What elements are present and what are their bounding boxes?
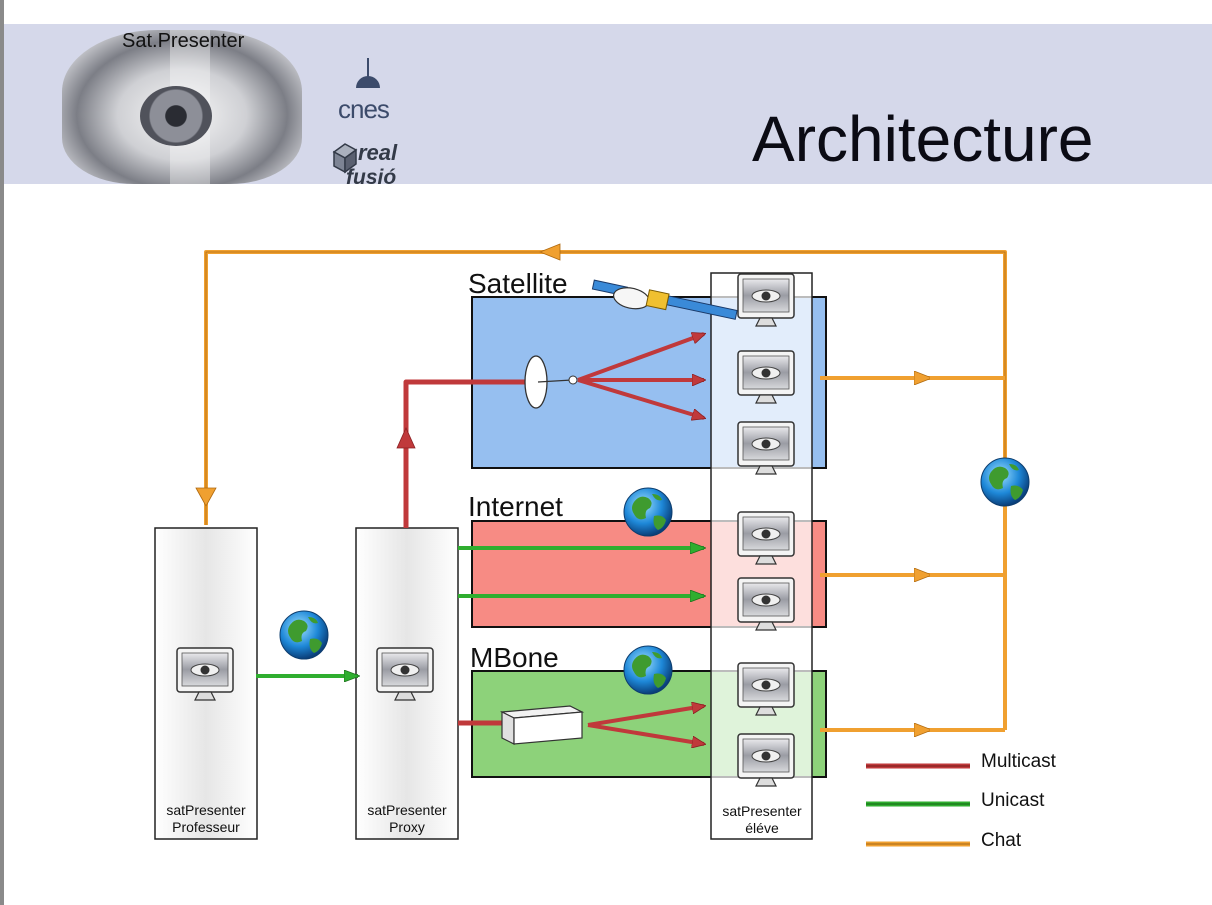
monitor-icon-satellite-3 bbox=[737, 421, 795, 475]
left-edge-rule bbox=[0, 0, 4, 905]
cnes-logo-icon bbox=[356, 58, 380, 88]
app-name: Sat.Presenter bbox=[122, 30, 245, 52]
globe-icon-mbone bbox=[623, 645, 673, 695]
satellite-icon bbox=[591, 279, 738, 320]
zone-label-internet: Internet bbox=[468, 491, 563, 522]
legend-label-multicast: Multicast bbox=[981, 751, 1057, 772]
chat-top-arrow bbox=[538, 243, 561, 261]
legend-label-unicast: Unicast bbox=[981, 790, 1045, 811]
monitor-icon-internet-2 bbox=[737, 577, 795, 631]
legend: Multicast Unicast Chat bbox=[866, 751, 1057, 851]
eleve-label-line1: satPresenter bbox=[722, 803, 802, 819]
multicast-up-arrow bbox=[396, 427, 416, 449]
cnes-logo-text: cnes bbox=[338, 94, 390, 124]
monitor-icon-professeur bbox=[176, 647, 234, 701]
page-title: Architecture bbox=[752, 103, 1094, 175]
chat-down-arrow bbox=[195, 487, 217, 507]
monitor-icon-internet-1 bbox=[737, 511, 795, 565]
monitor-icon-mbone-1 bbox=[737, 662, 795, 716]
professeur-label-line1: satPresenter bbox=[166, 802, 246, 818]
router-icon bbox=[499, 705, 585, 745]
real-logo-text: real bbox=[358, 140, 398, 165]
dish-icon bbox=[524, 355, 578, 409]
proxy-label-line2: Proxy bbox=[389, 819, 425, 835]
realfusio-logo-icon bbox=[332, 143, 358, 174]
zone-label-mbone: MBone bbox=[470, 642, 559, 673]
globe-icon-unicast bbox=[279, 610, 329, 660]
monitor-icon-proxy bbox=[376, 647, 434, 701]
legend-label-chat: Chat bbox=[981, 830, 1022, 851]
globe-icon-chat bbox=[980, 457, 1030, 507]
fusio-logo-text: fusió bbox=[346, 166, 397, 189]
monitor-icon-satellite-2 bbox=[737, 350, 795, 404]
monitor-icon-mbone-2 bbox=[737, 733, 795, 787]
proxy-label-line1: satPresenter bbox=[367, 802, 447, 818]
multicast-uplink-line bbox=[403, 379, 528, 528]
zone-label-satellite: Satellite bbox=[468, 268, 568, 299]
slide-header: Sat.Presenter cnes real fusió Architectu… bbox=[4, 24, 1212, 189]
monitor-icon-satellite-1 bbox=[737, 273, 795, 327]
globe-icon-internet bbox=[623, 487, 673, 537]
professeur-label-line2: Professeur bbox=[172, 819, 240, 835]
eleve-label-line2: éléve bbox=[745, 820, 779, 836]
eye-logo-icon bbox=[62, 30, 302, 184]
